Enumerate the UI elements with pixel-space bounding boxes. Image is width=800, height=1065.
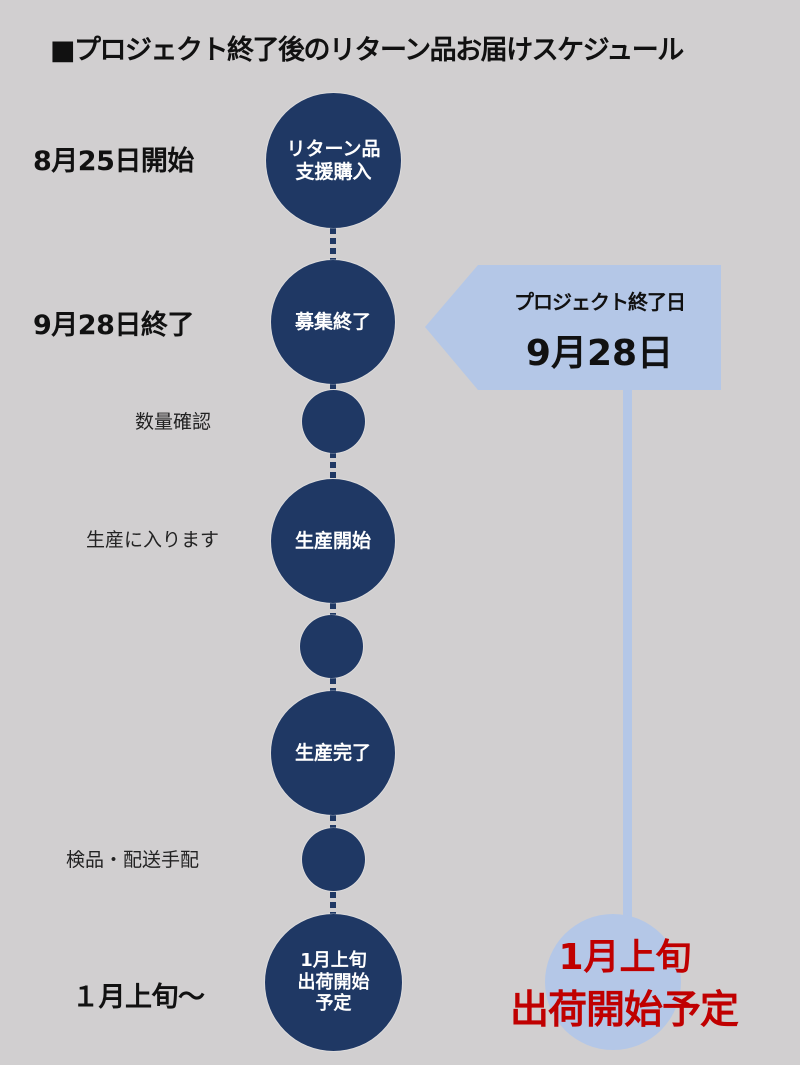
- connector-1-2: [330, 228, 336, 260]
- node-label: リターン品 支援購入: [286, 137, 381, 183]
- node-label: 募集終了: [294, 310, 371, 333]
- node-production-start: 生産開始: [271, 479, 395, 603]
- node-return-purchase: リターン品 支援購入: [266, 93, 401, 228]
- node-production-complete: 生産完了: [271, 691, 395, 815]
- label-january: １月上旬～: [72, 982, 205, 1013]
- connector-2-3: [330, 383, 336, 391]
- node-label: 生産開始: [294, 529, 371, 552]
- label-inspection-shipping: 検品・配送手配: [66, 849, 200, 871]
- node-funding-end: 募集終了: [271, 260, 395, 384]
- connector-4-5: [330, 603, 336, 615]
- shipping-note-line1: 1月上旬: [558, 937, 692, 978]
- callout-date: 9月28日: [525, 333, 674, 374]
- node-shipping-start: 1月上旬 出荷開始 予定: [265, 914, 402, 1051]
- page-title: ■プロジェクト終了後のリターン品お届けスケジュール: [50, 35, 684, 66]
- callout-connector-line: [623, 390, 632, 918]
- shipping-highlight-circle: [545, 914, 681, 1050]
- node-label: 生産完了: [294, 741, 371, 764]
- label-end-date: 9月28日終了: [33, 310, 194, 341]
- node-production-progress: [300, 615, 363, 678]
- connector-7-8: [330, 892, 336, 914]
- label-production: 生産に入ります: [86, 529, 220, 551]
- node-quantity-check: [302, 390, 365, 453]
- label-start-date: 8月25日開始: [33, 146, 194, 177]
- node-inspection: [302, 828, 365, 891]
- callout-heading: プロジェクト終了日: [514, 290, 686, 314]
- node-label: 1月上旬 出荷開始 予定: [297, 950, 370, 1015]
- connector-5-6: [330, 678, 336, 692]
- shipping-note-line2: 出荷開始予定: [509, 988, 739, 1033]
- connector-6-7: [330, 815, 336, 828]
- connector-3-4: [330, 452, 336, 480]
- label-quantity-check: 数量確認: [135, 411, 212, 433]
